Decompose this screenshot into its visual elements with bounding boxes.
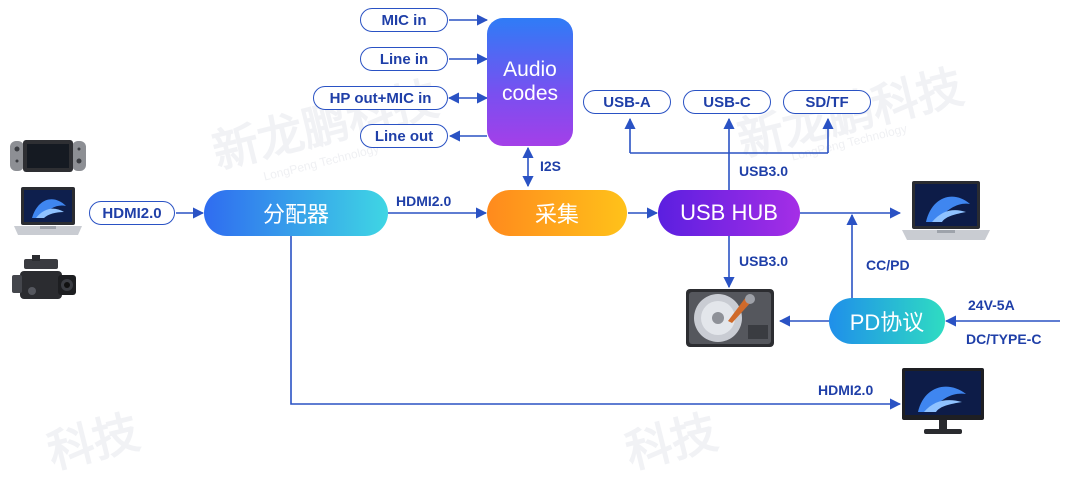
hard-disk-icon (686, 289, 774, 347)
connector-lines (176, 14, 1060, 410)
audio-codec-line1: Audio (503, 58, 557, 81)
wire-hdmi-out (290, 236, 902, 410)
label-power-volt: 24V-5A (968, 297, 1015, 313)
laptop-left-icon (14, 187, 82, 235)
diagram-canvas: 新龙鹏科技 LongPeng Technology 新龙鹏科技 LongPeng… (10, 8, 1060, 479)
pill-usb-c: USB-C (683, 90, 771, 114)
pill-line-out: Line out (360, 124, 448, 148)
game-console-icon (10, 140, 86, 172)
capture-block: 采集 (487, 190, 627, 236)
label-power-type: DC/TYPE-C (966, 331, 1042, 347)
label-hdmi-mid: HDMI2.0 (396, 193, 452, 209)
label-hdmi-out: HDMI2.0 (818, 382, 874, 398)
label-i2s: I2S (540, 158, 562, 174)
usb-hub-block: USB HUB (658, 190, 800, 236)
splitter-block: 分配器 (204, 190, 388, 236)
audio-codec-line2: codes (501, 82, 559, 105)
pill-usb-a: USB-A (583, 90, 671, 114)
monitor-icon (902, 368, 984, 434)
pd-block: PD协议 (829, 298, 945, 344)
pill-sd-tf: SD/TF (783, 90, 871, 114)
camcorder-icon (12, 255, 76, 299)
laptop-right-icon (902, 181, 990, 240)
label-cc-pd: CC/PD (866, 257, 910, 273)
pill-line-in: Line in (360, 47, 448, 71)
audio-codec-block: Audio codes (487, 18, 573, 146)
pill-hp-out-mic-in: HP out+MIC in (313, 86, 448, 110)
label-usb3-bottom: USB3.0 (739, 253, 789, 269)
pill-hdmi-in: HDMI2.0 (89, 201, 175, 225)
label-usb3-top: USB3.0 (739, 163, 789, 179)
pill-mic-in: MIC in (360, 8, 448, 32)
